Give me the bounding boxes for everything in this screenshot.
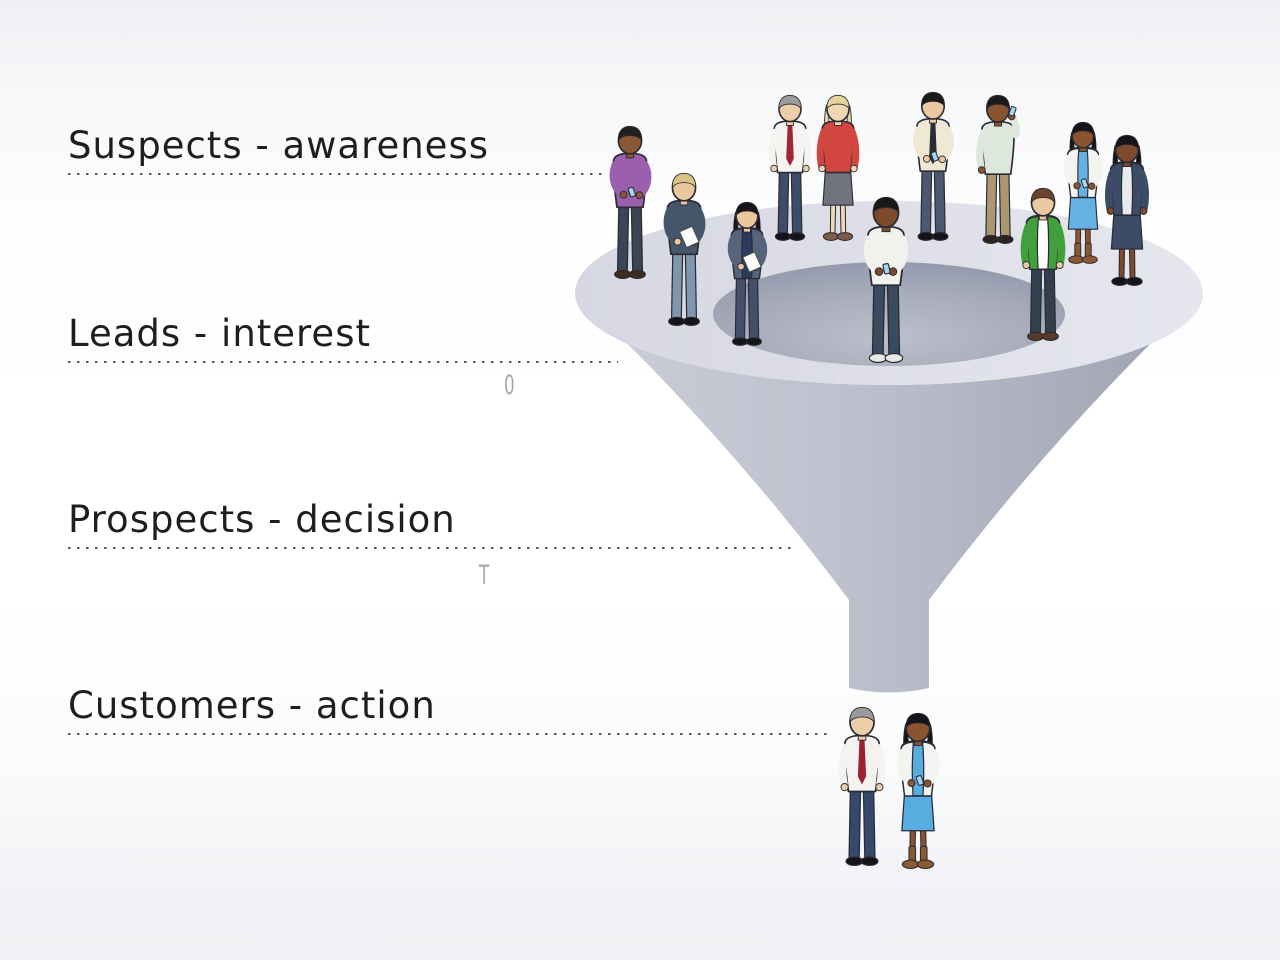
person-man-center-back-phone	[863, 196, 909, 364]
person-woman-purple-top	[609, 125, 652, 279]
stage-label-prospects: Prospects - decision	[68, 497, 792, 550]
person-woman-blue-dress	[1064, 121, 1103, 264]
dotted-leader-line	[68, 547, 792, 550]
person-woman-red-top	[816, 94, 860, 241]
dotted-leader-line	[68, 733, 832, 736]
person-man-white-shirt-red-tie	[768, 94, 812, 241]
dotted-leader-line	[68, 173, 607, 176]
person-man-customer-red-tie	[838, 706, 886, 867]
person-woman-navy-suit	[1105, 134, 1149, 286]
person-man-cream-shirt-phone	[913, 91, 954, 241]
stage-label-customers: Customers - action	[68, 683, 832, 736]
person-woman-customer-blue-dress	[897, 712, 940, 870]
person-man-blonde-with-paper	[663, 172, 706, 326]
stray-mark-t: T	[479, 560, 490, 591]
stage-label-leads: Leads - interest	[68, 311, 618, 364]
person-man-green-jacket	[1020, 187, 1066, 341]
person-man-on-phone-call	[976, 94, 1020, 244]
funnel-cone-and-stem	[575, 293, 1203, 693]
dotted-leader-line	[68, 361, 618, 364]
stage-label-text: Suspects - awareness	[68, 124, 490, 167]
stray-mark-zero: 0	[504, 370, 515, 401]
stage-label-text: Customers - action	[68, 684, 436, 727]
stage-label-suspects: Suspects - awareness	[68, 123, 607, 176]
stage-label-text: Prospects - decision	[68, 498, 456, 541]
stage-label-text: Leads - interest	[68, 312, 371, 355]
person-woman-gray-suit-paper	[727, 201, 768, 346]
